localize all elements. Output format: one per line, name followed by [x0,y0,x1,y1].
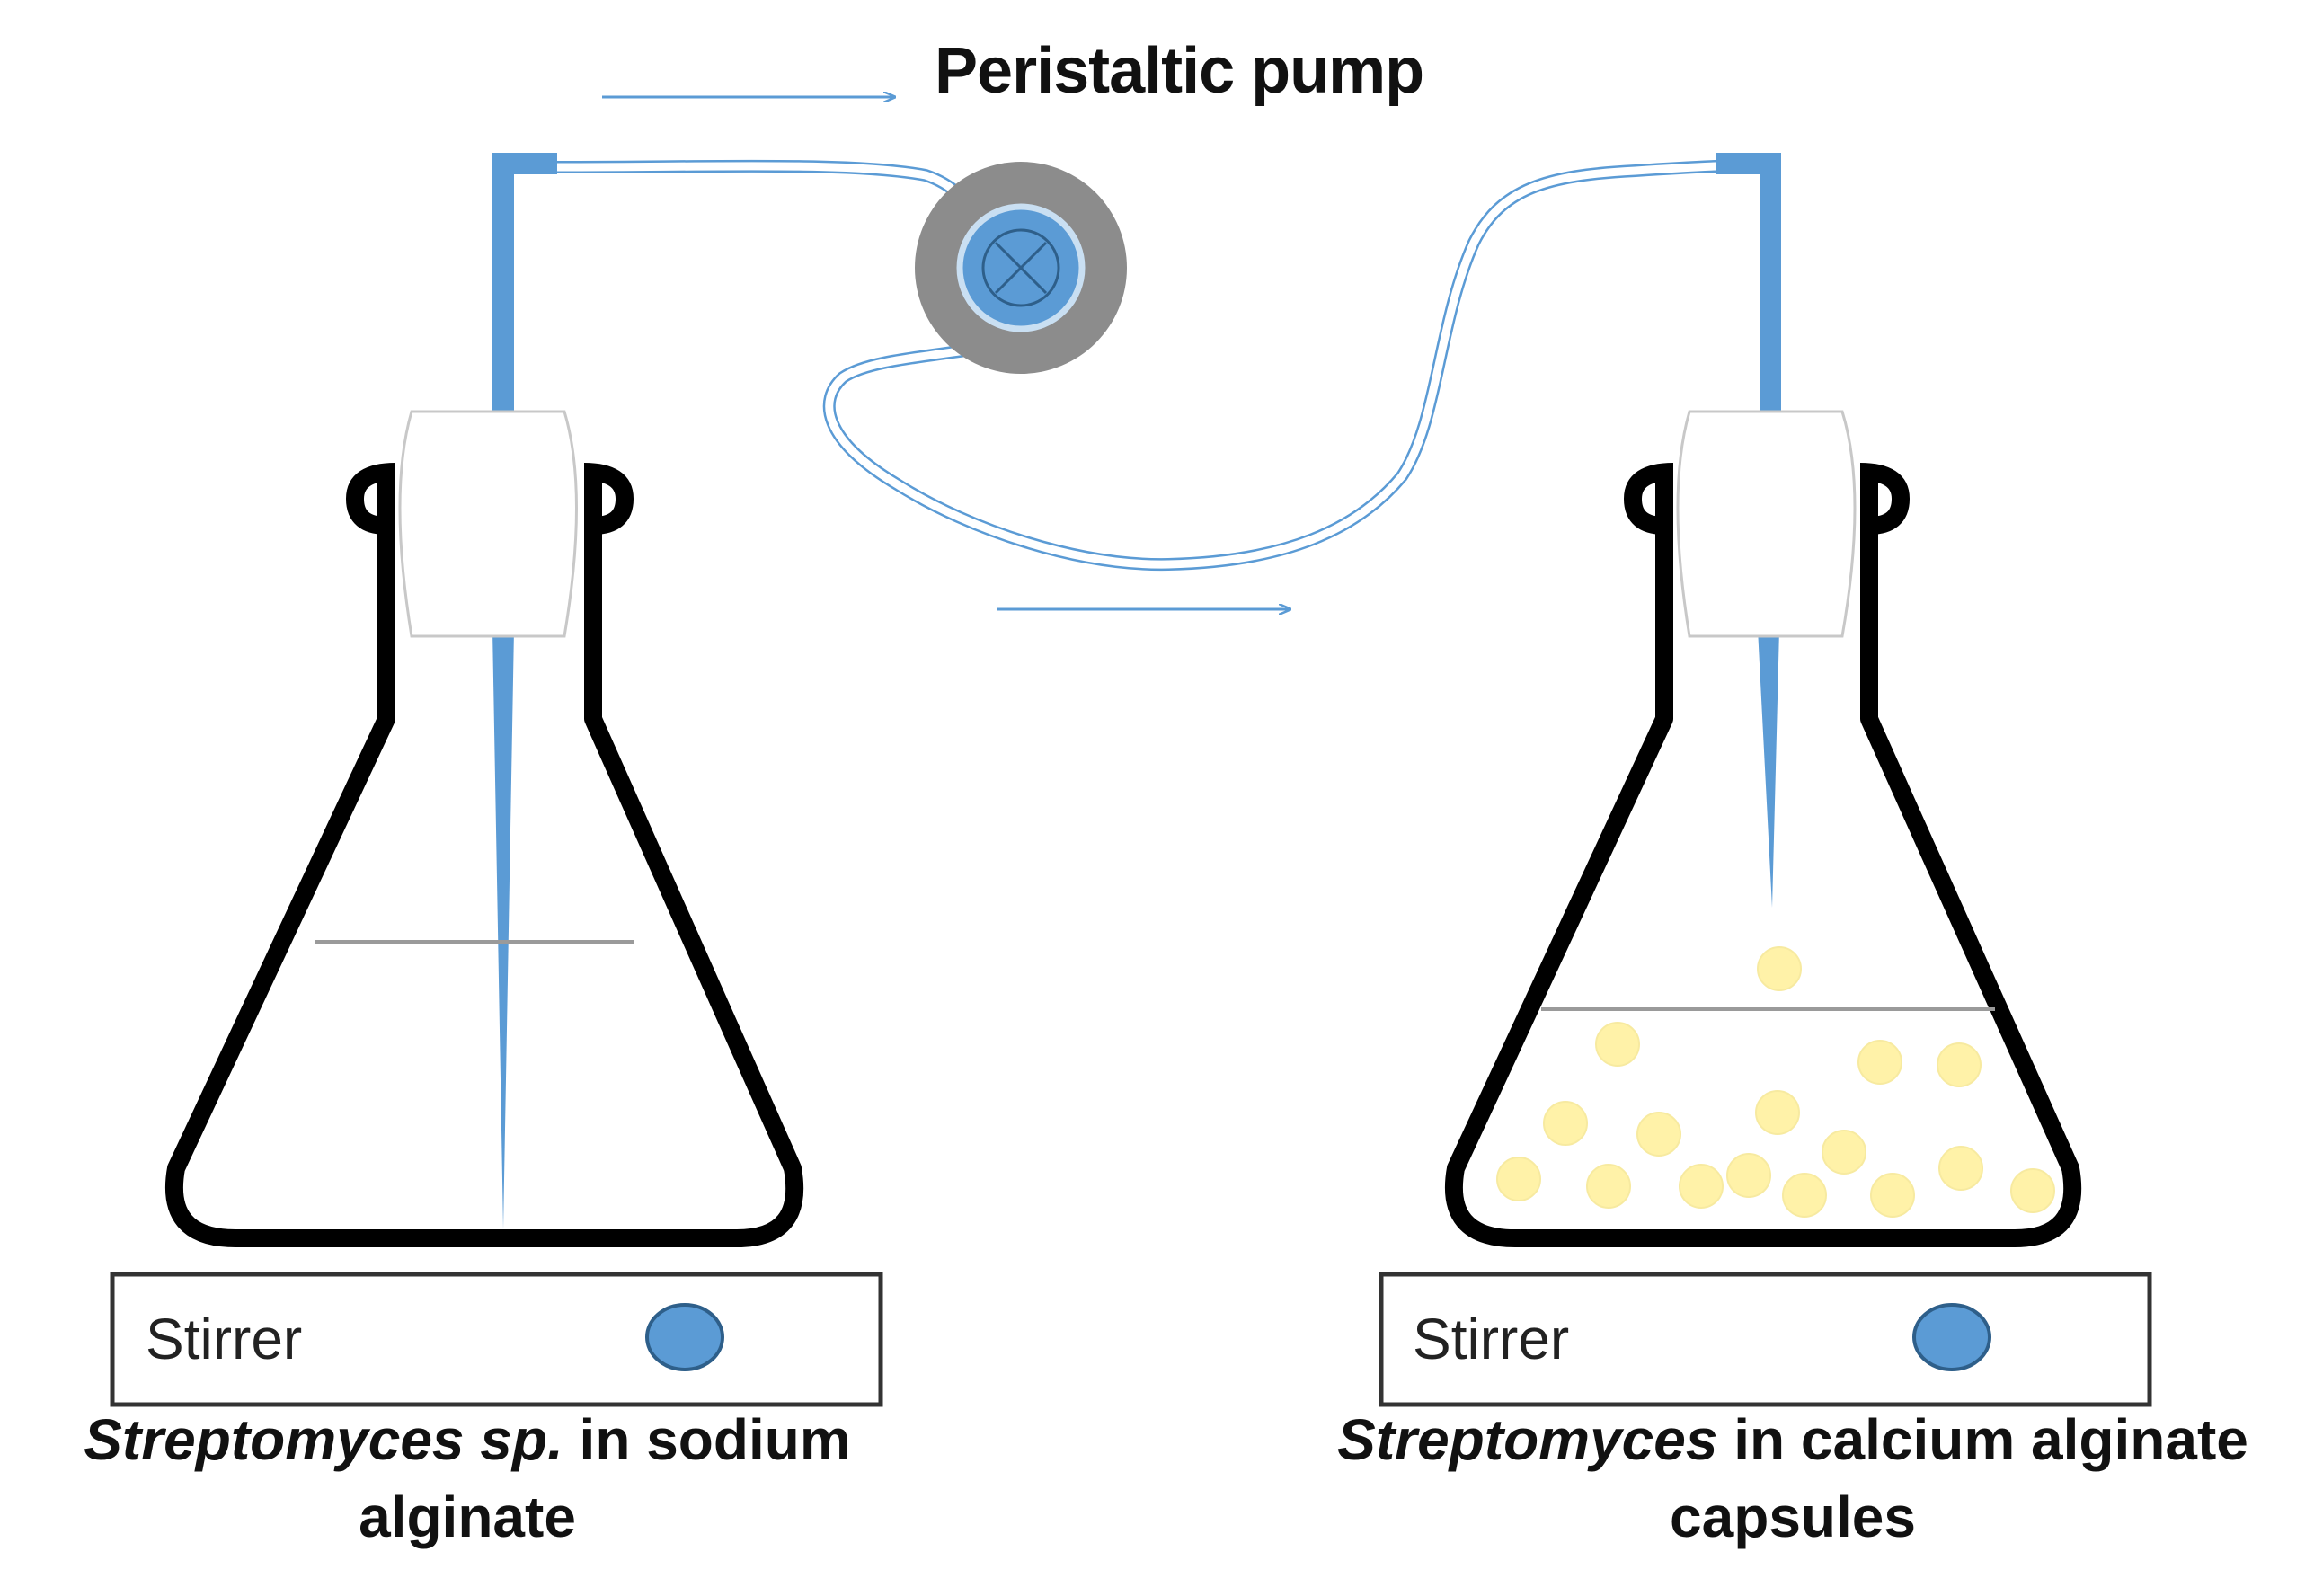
left-caption-line2: alginate [359,1485,576,1549]
left-flask-caption: Streptomyces sp. in sodium alginate [54,1406,881,1550]
right-flask [1444,153,2082,1247]
left-caption-rest: in sodium [563,1407,851,1472]
right-caption-italic: Streptomyces [1337,1407,1718,1472]
right-flask-caption: Streptomyces in calcium alginate capsule… [1308,1406,2278,1550]
alginate-capsules [1496,946,2055,1218]
left-stir-bar-icon [645,1303,724,1371]
right-stirrer-plate [1379,1272,2152,1407]
pump-title: Peristaltic pump [935,35,1424,107]
left-stirrer-label: Stirrer [146,1307,303,1371]
left-flask [164,153,804,1247]
right-caption-rest: in calcium alginate [1717,1407,2248,1472]
right-caption-line2: capsules [1670,1485,1916,1549]
tubing-pump-to-right [822,159,1753,572]
left-caption-italic: Streptomyces sp. [84,1407,563,1472]
right-stir-bar-icon [1912,1303,1991,1371]
right-stirrer-label: Stirrer [1413,1307,1570,1371]
left-stirrer-plate [110,1272,883,1407]
peristaltic-pump-icon [915,162,1127,374]
tubing-left-to-pump [552,159,986,227]
